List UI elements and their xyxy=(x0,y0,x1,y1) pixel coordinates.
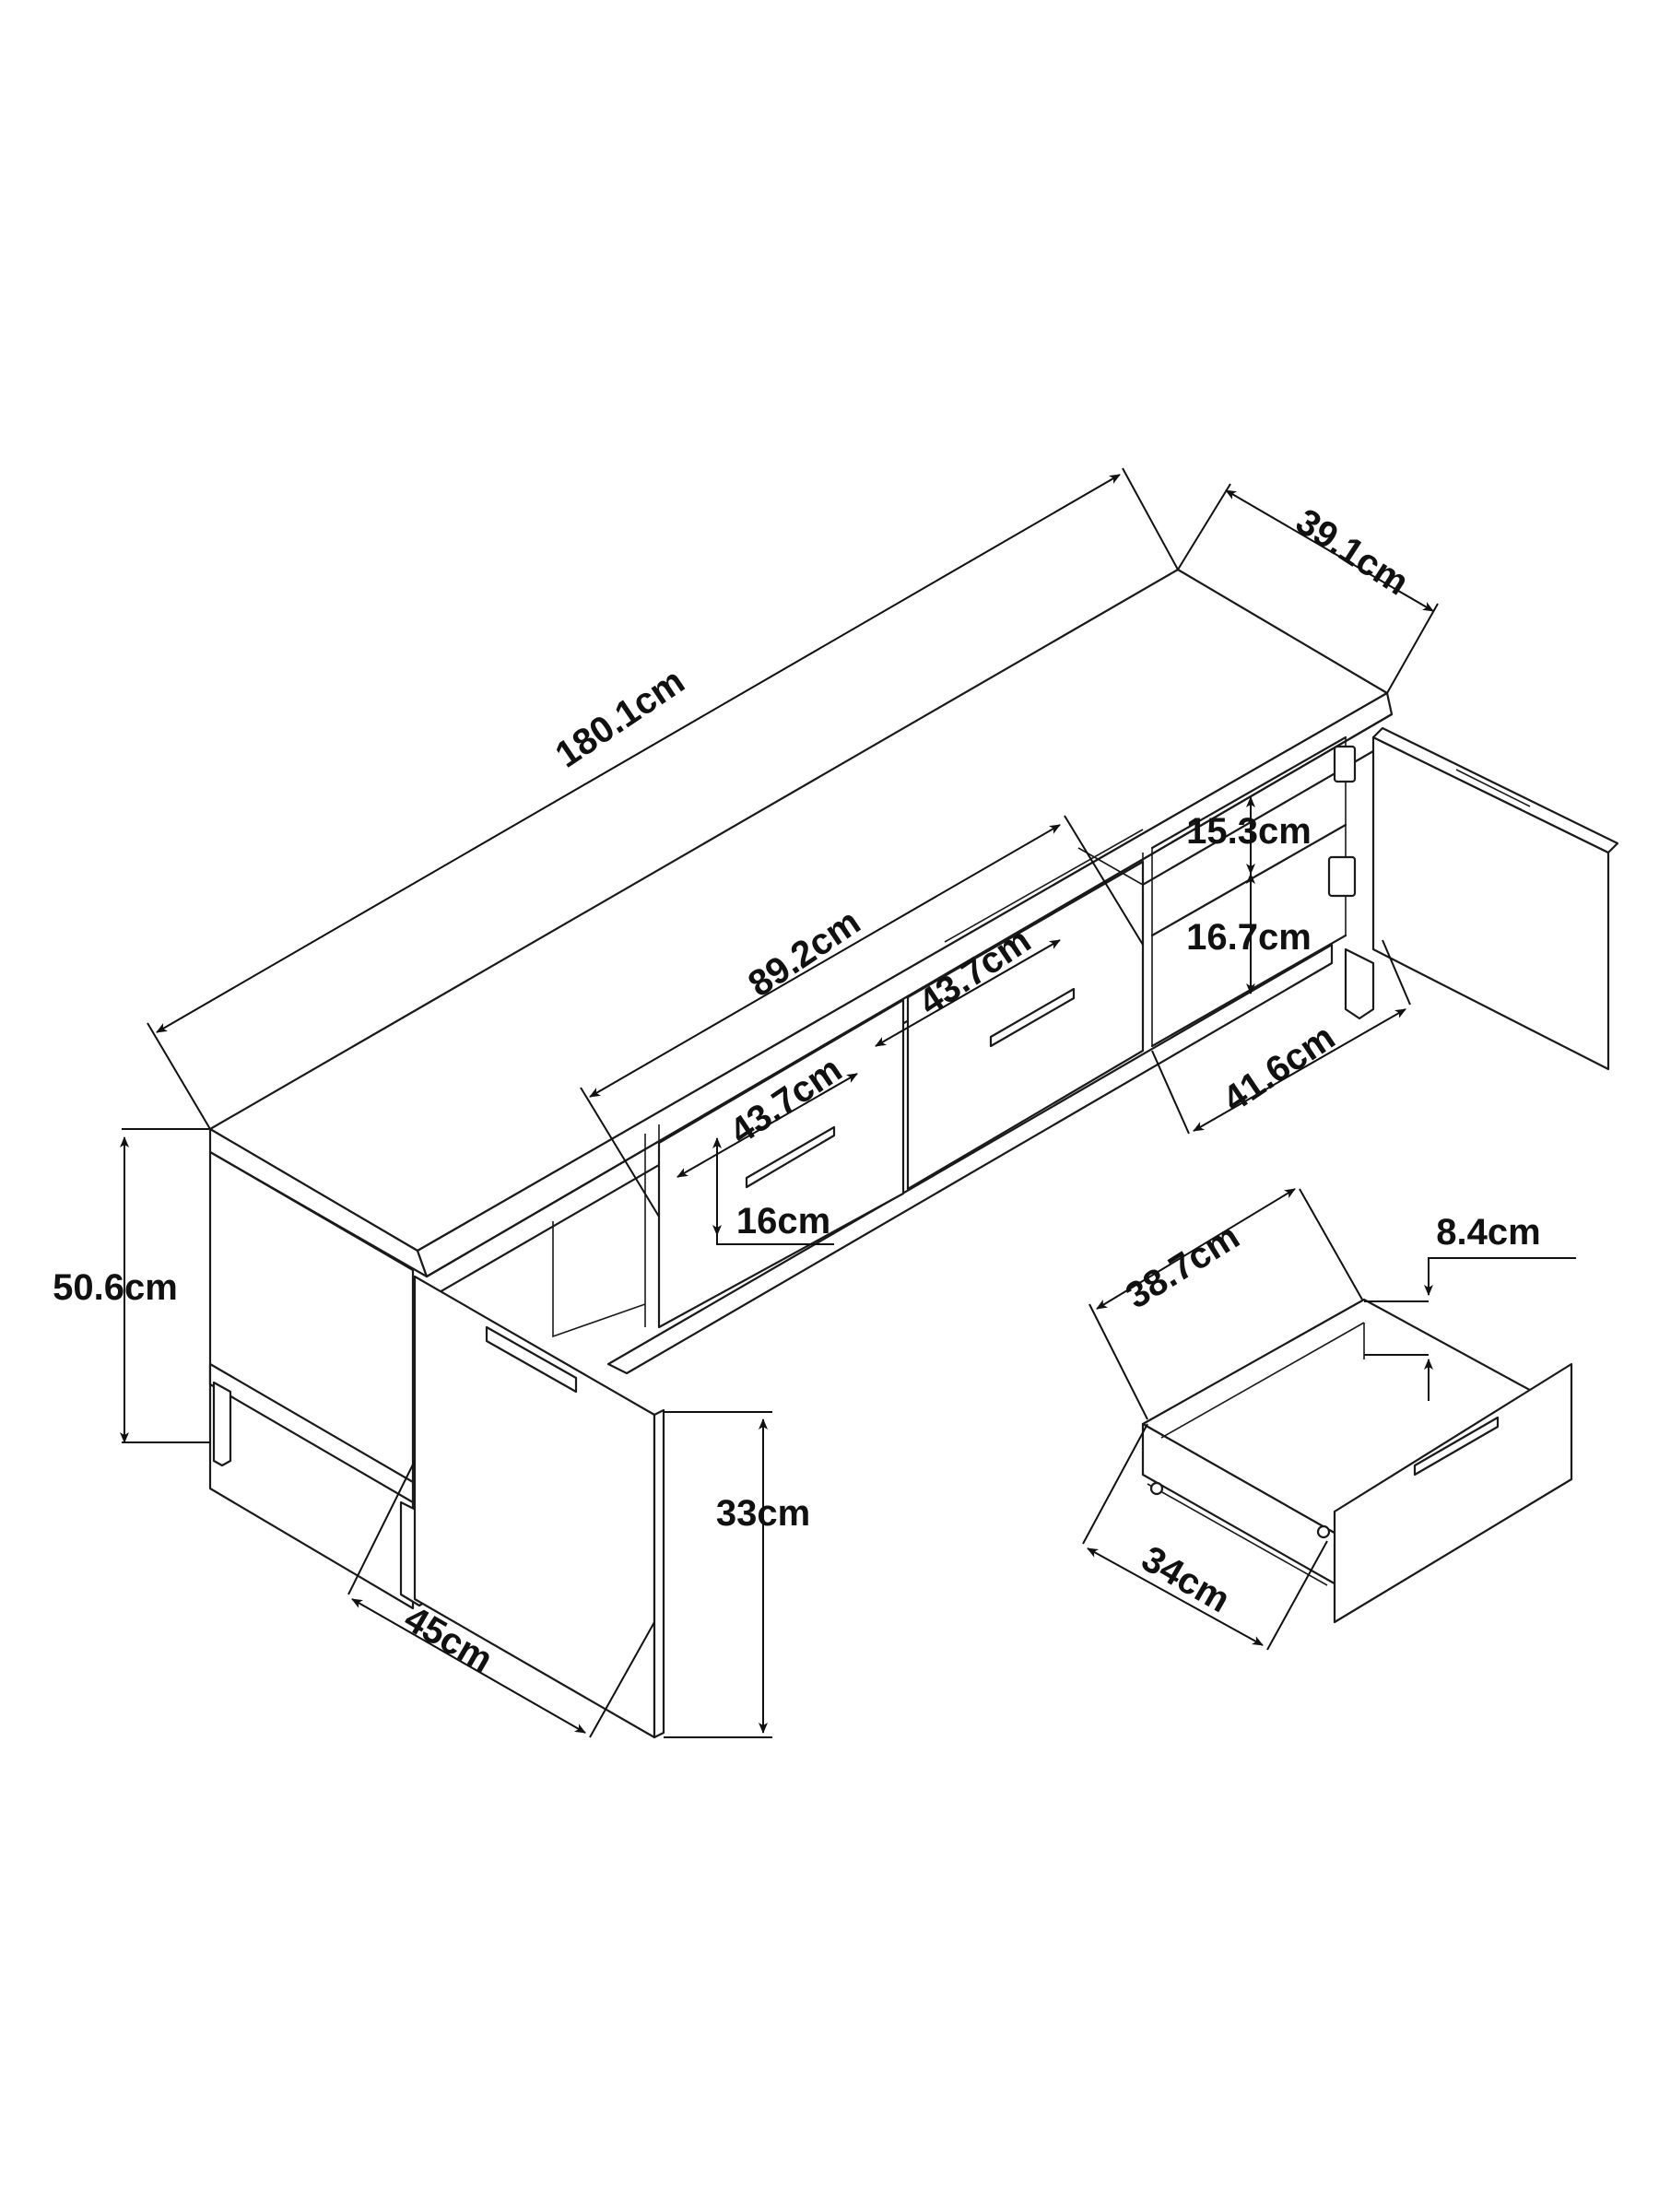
label-overall-depth: 39.1cm xyxy=(1288,501,1416,604)
leg-back-right xyxy=(1344,947,1375,1020)
cabinet-left-bottom-rail xyxy=(208,1362,415,1504)
label-overall-width: 180.1cm xyxy=(548,661,692,776)
label-lower-shelf-gap: 16.7cm xyxy=(1186,917,1312,958)
label-upper-shelf-gap: 15.3cm xyxy=(1186,811,1312,852)
label-door-height: 33cm xyxy=(716,1493,810,1534)
label-overall-height: 50.6cm xyxy=(53,1267,178,1308)
hinge-lower xyxy=(1327,855,1357,898)
label-drawer-depth: 38.7cm xyxy=(1119,1216,1246,1316)
dimension-lines xyxy=(120,467,1576,1738)
left-door-open[interactable] xyxy=(413,1275,665,1739)
hinge-upper xyxy=(1333,745,1357,783)
leg-front-left xyxy=(212,1381,232,1467)
label-drawer-inner-height: 8.4cm xyxy=(1436,1212,1540,1253)
detached-drawer xyxy=(1141,1298,1573,1624)
cabinet-base-rail xyxy=(606,943,1334,1375)
right-door-open[interactable] xyxy=(1371,726,1619,1071)
label-compartment-width: 41.6cm xyxy=(1216,1017,1342,1120)
label-drawer-width: 34cm xyxy=(1135,1538,1237,1620)
drawer-handle xyxy=(1413,1416,1500,1477)
drawer-front-panel xyxy=(1333,1362,1573,1624)
door-handle-left[interactable] xyxy=(485,1325,578,1394)
label-drawer-front-height: 16cm xyxy=(736,1201,830,1241)
